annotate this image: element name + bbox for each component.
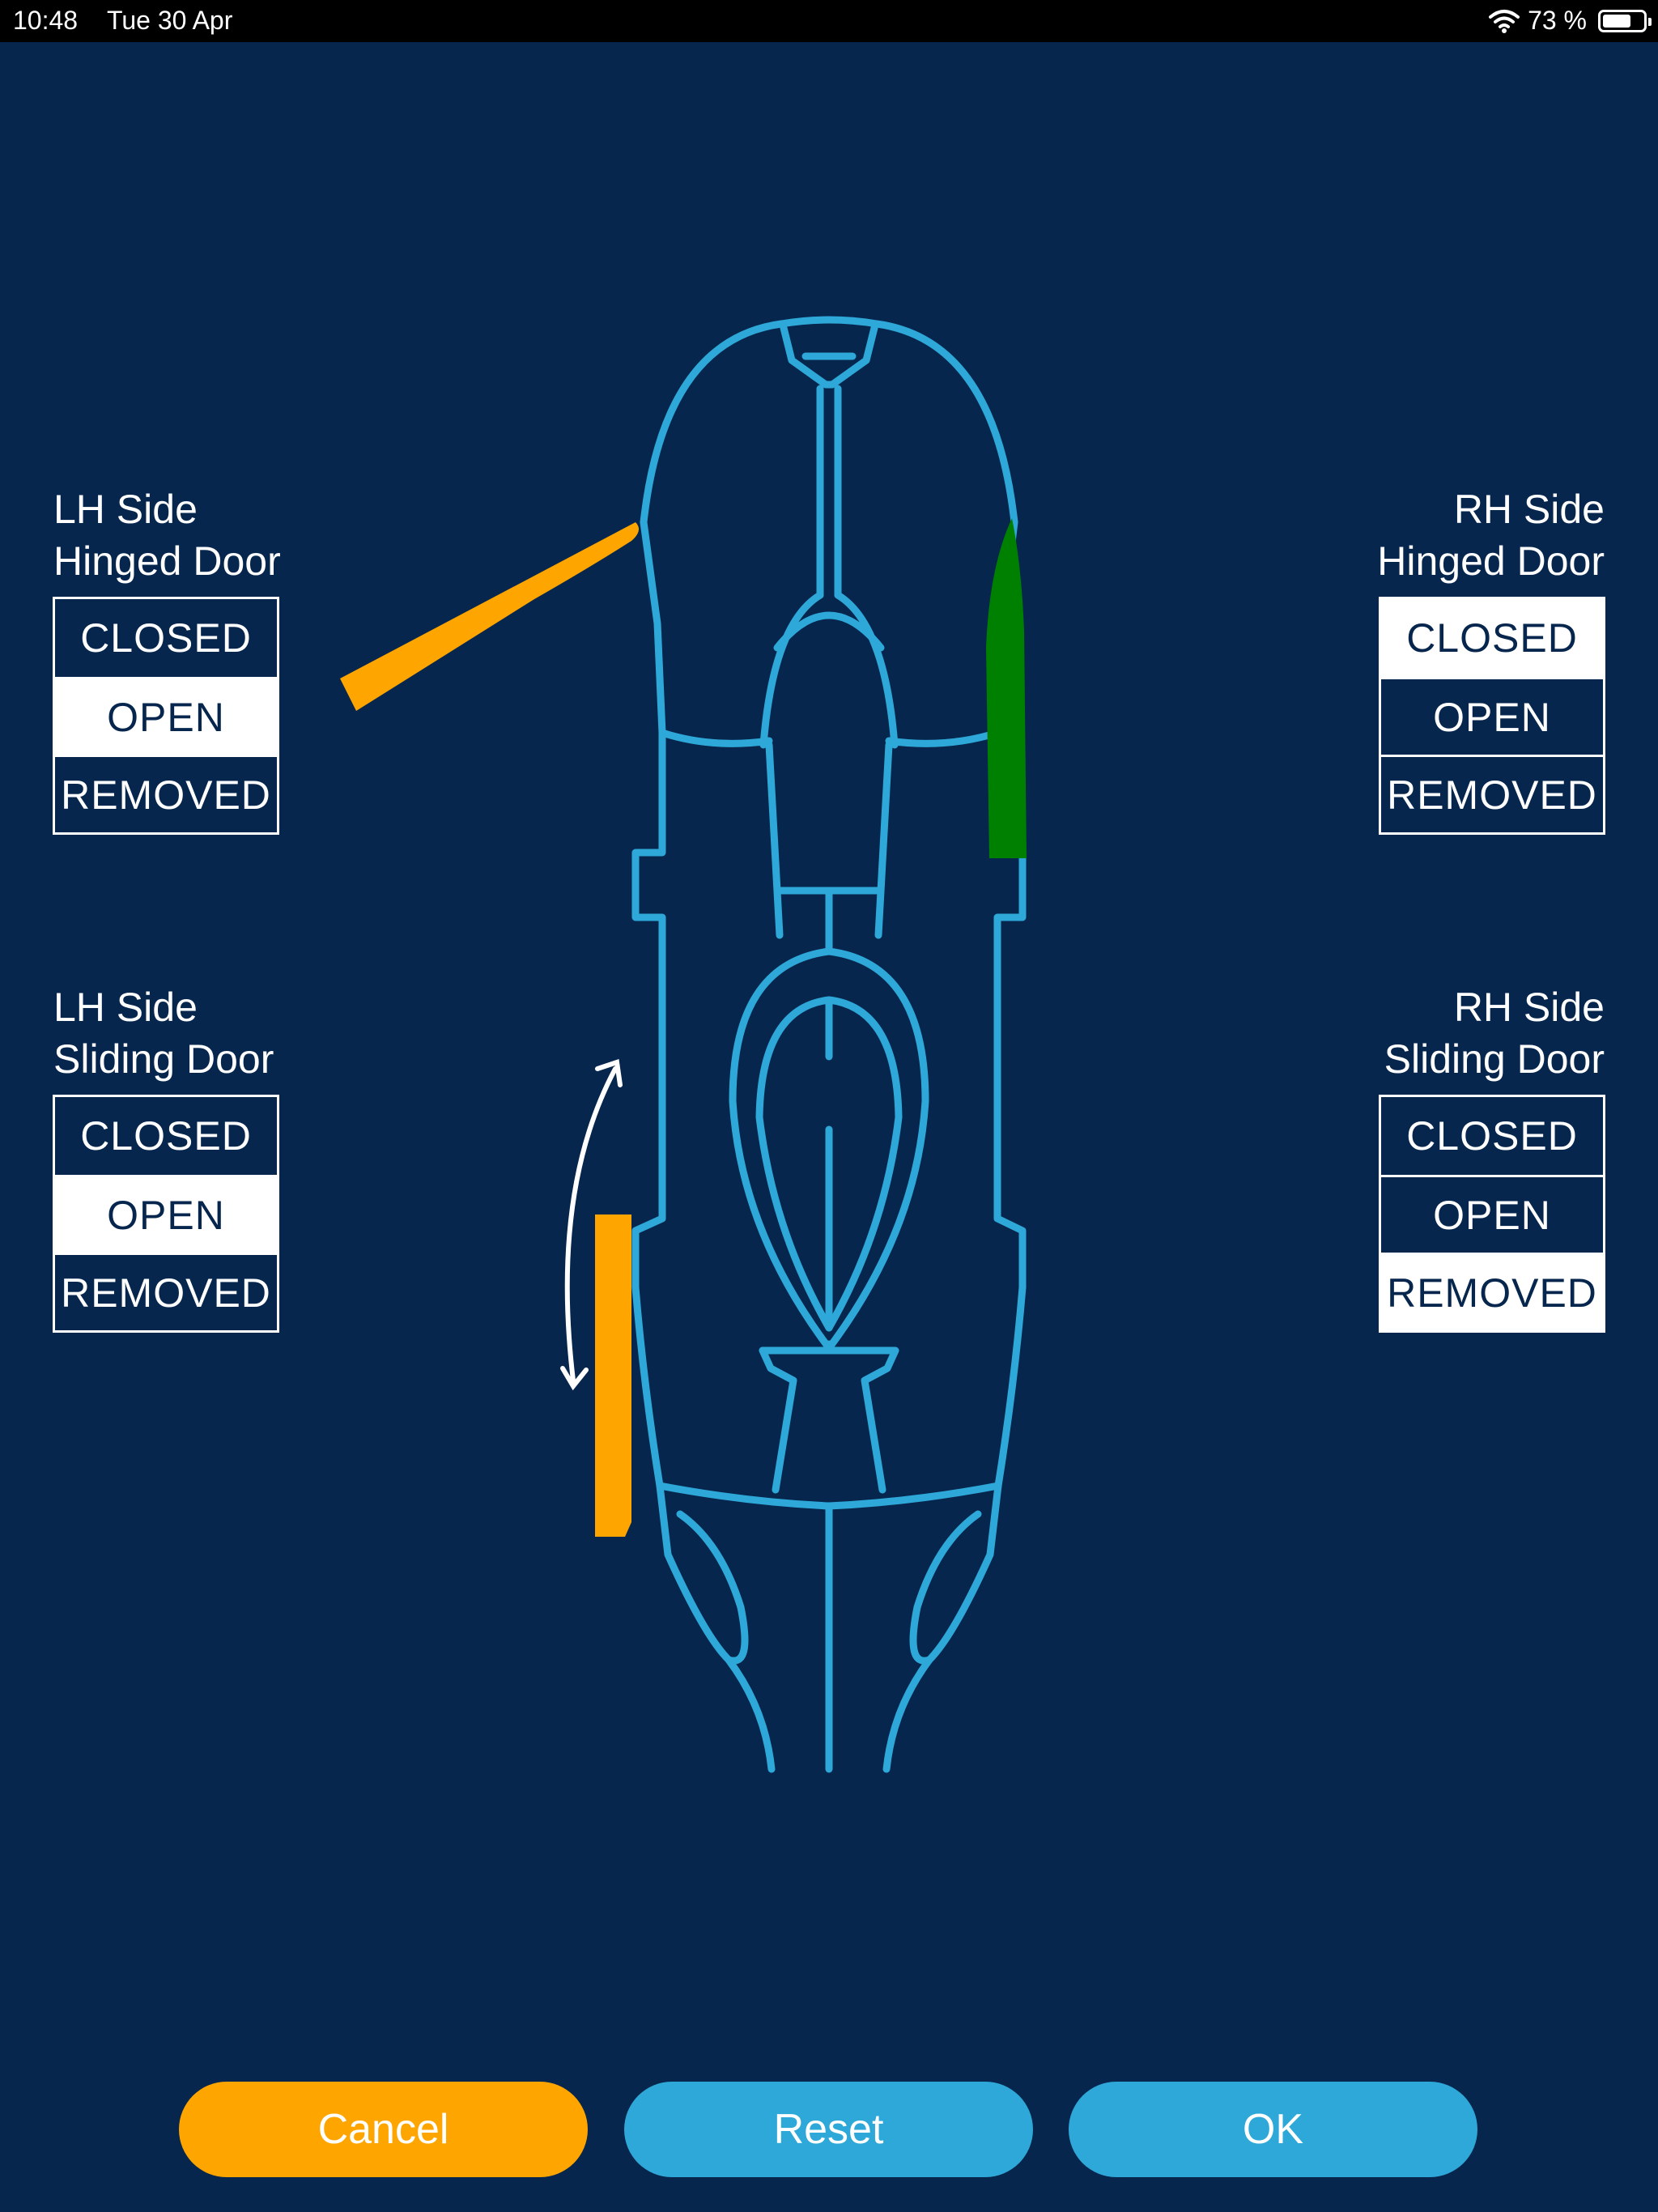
rh-sliding-door-label: RH Side Sliding Door xyxy=(1384,981,1605,1085)
reset-button[interactable]: Reset xyxy=(624,2082,1033,2177)
rh-hinged-removed-option[interactable]: REMOVED xyxy=(1381,755,1603,832)
rh-hinged-door-selector[interactable]: CLOSED OPEN REMOVED xyxy=(1379,597,1605,835)
rh-sliding-door-selector[interactable]: CLOSED OPEN REMOVED xyxy=(1379,1095,1605,1333)
rh-hinged-label-line2: Hinged Door xyxy=(1377,538,1605,584)
cancel-button[interactable]: Cancel xyxy=(179,2082,588,2177)
status-bar: 10:48 Tue 30 Apr 73 % xyxy=(0,0,1658,42)
lh-sliding-door-selector[interactable]: CLOSED OPEN REMOVED xyxy=(53,1095,279,1333)
lh-hinged-removed-option[interactable]: REMOVED xyxy=(55,755,277,832)
lh-sliding-label-line2: Sliding Door xyxy=(53,1036,274,1082)
lh-hinged-door-selector[interactable]: CLOSED OPEN REMOVED xyxy=(53,597,279,835)
battery-icon xyxy=(1598,9,1652,32)
rh-hinged-door-indicator xyxy=(986,518,1027,858)
lh-sliding-door-label: LH Side Sliding Door xyxy=(53,981,274,1085)
rh-hinged-label-line1: RH Side xyxy=(1453,487,1605,532)
rh-hinged-door-label: RH Side Hinged Door xyxy=(1377,483,1605,587)
lh-sliding-closed-option[interactable]: CLOSED xyxy=(55,1097,277,1175)
lh-hinged-label-line1: LH Side xyxy=(53,487,198,532)
lh-sliding-label-line1: LH Side xyxy=(53,985,198,1030)
status-date: Tue 30 Apr xyxy=(107,6,233,35)
lh-sliding-door-indicator xyxy=(595,1214,631,1537)
rh-hinged-closed-option[interactable]: CLOSED xyxy=(1381,599,1603,677)
aircraft-outline xyxy=(631,316,1027,1773)
rh-sliding-closed-option[interactable]: CLOSED xyxy=(1381,1097,1603,1175)
lh-sliding-removed-option[interactable]: REMOVED xyxy=(55,1253,277,1330)
lh-hinged-open-option[interactable]: OPEN xyxy=(55,677,277,755)
lh-hinged-door-indicator xyxy=(340,522,639,711)
battery-percent: 73 % xyxy=(1528,6,1587,35)
slide-arrow-icon xyxy=(560,1059,623,1391)
wifi-icon xyxy=(1489,9,1520,33)
rh-sliding-label-line2: Sliding Door xyxy=(1384,1036,1605,1082)
rh-sliding-removed-option[interactable]: REMOVED xyxy=(1381,1253,1603,1330)
lh-hinged-closed-option[interactable]: CLOSED xyxy=(55,599,277,677)
lh-sliding-open-option[interactable]: OPEN xyxy=(55,1175,277,1253)
rh-sliding-label-line1: RH Side xyxy=(1453,985,1605,1030)
ok-button[interactable]: OK xyxy=(1069,2082,1477,2177)
rh-sliding-open-option[interactable]: OPEN xyxy=(1381,1175,1603,1253)
status-time: 10:48 xyxy=(13,6,79,35)
status-right: 73 % xyxy=(1489,6,1652,36)
lh-hinged-label-line2: Hinged Door xyxy=(53,538,281,584)
lh-hinged-door-label: LH Side Hinged Door xyxy=(53,483,281,587)
rh-hinged-open-option[interactable]: OPEN xyxy=(1381,677,1603,755)
